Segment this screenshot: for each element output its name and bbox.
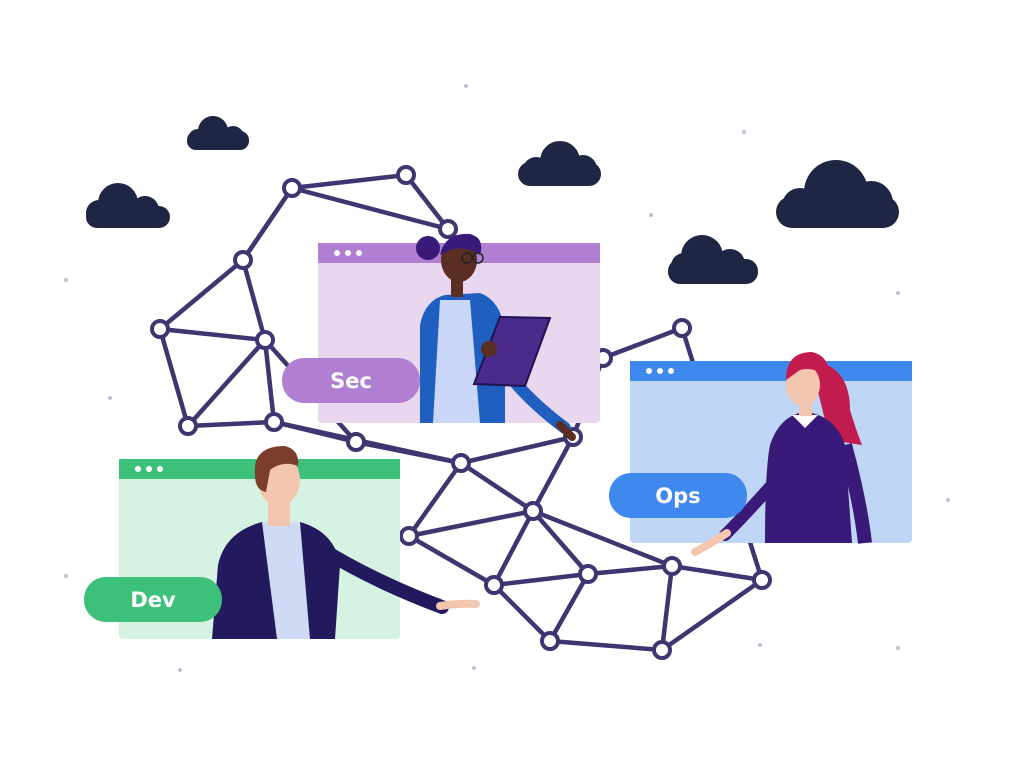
- network-link: [659, 563, 675, 653]
- network-link: [491, 582, 553, 644]
- network-link: [491, 571, 591, 588]
- sec-label: Sec: [330, 369, 372, 393]
- sparkle-dots: [64, 84, 950, 672]
- network-link: [262, 337, 277, 425]
- network-node: [438, 219, 458, 239]
- network-link: [157, 326, 268, 343]
- dev-label: Dev: [130, 588, 176, 612]
- dev-panel: Dev: [84, 446, 480, 639]
- network-nodes: [150, 165, 772, 660]
- cloud-icon: [518, 141, 601, 186]
- network-node: [540, 631, 560, 651]
- network-node: [150, 319, 170, 339]
- cloud-icon: [776, 160, 899, 228]
- network-link: [491, 508, 536, 588]
- sec-panel: Sec: [282, 233, 600, 441]
- network-lines: [157, 172, 765, 653]
- ops-label: Ops: [655, 484, 700, 508]
- window-dots-icon: [646, 368, 674, 374]
- network-link: [600, 325, 685, 361]
- network-node: [752, 570, 772, 590]
- network-node: [346, 432, 366, 452]
- network-link: [240, 185, 295, 263]
- network-link: [406, 508, 536, 539]
- network-link: [458, 460, 536, 514]
- network-node: [178, 416, 198, 436]
- network-node: [282, 178, 302, 198]
- network-link: [547, 571, 591, 644]
- network-node: [578, 564, 598, 584]
- network-node: [399, 526, 419, 546]
- network-link: [530, 508, 591, 577]
- network-link: [585, 563, 675, 577]
- ops-panel: Ops: [609, 352, 912, 556]
- network-link: [157, 326, 191, 429]
- dev-person: [212, 446, 480, 639]
- network-link: [271, 419, 464, 466]
- network-node: [523, 501, 543, 521]
- network-link: [530, 434, 576, 514]
- clouds: [86, 116, 899, 284]
- network-node: [662, 556, 682, 576]
- cloud-icon: [86, 183, 170, 228]
- network-link: [289, 172, 409, 191]
- network-node: [484, 575, 504, 595]
- network-link: [289, 185, 451, 232]
- network-link: [659, 577, 765, 653]
- network-link: [406, 533, 497, 588]
- network-link: [530, 508, 675, 569]
- network-node: [672, 318, 692, 338]
- network-node: [255, 330, 275, 350]
- sec-badge: [282, 358, 420, 403]
- window-dots-icon: [334, 250, 362, 256]
- network-link: [185, 337, 268, 429]
- ops-badge: [609, 473, 747, 518]
- cloud-icon: [187, 116, 249, 150]
- network-node: [264, 412, 284, 432]
- sec-person: [416, 233, 576, 441]
- network-link: [403, 172, 451, 232]
- network-node: [233, 250, 253, 270]
- network-node: [451, 453, 471, 473]
- network-link: [669, 563, 765, 583]
- cloud-icon: [668, 235, 758, 284]
- network-node: [396, 165, 416, 185]
- dev-badge: [84, 577, 222, 622]
- network-link: [458, 434, 576, 466]
- window-dots-icon: [135, 466, 163, 472]
- network-link: [185, 419, 277, 429]
- network-link: [547, 638, 665, 653]
- network-link: [240, 257, 268, 343]
- ops-person: [691, 352, 872, 556]
- network-node: [652, 640, 672, 660]
- network-link: [157, 257, 246, 332]
- network-link: [406, 460, 464, 539]
